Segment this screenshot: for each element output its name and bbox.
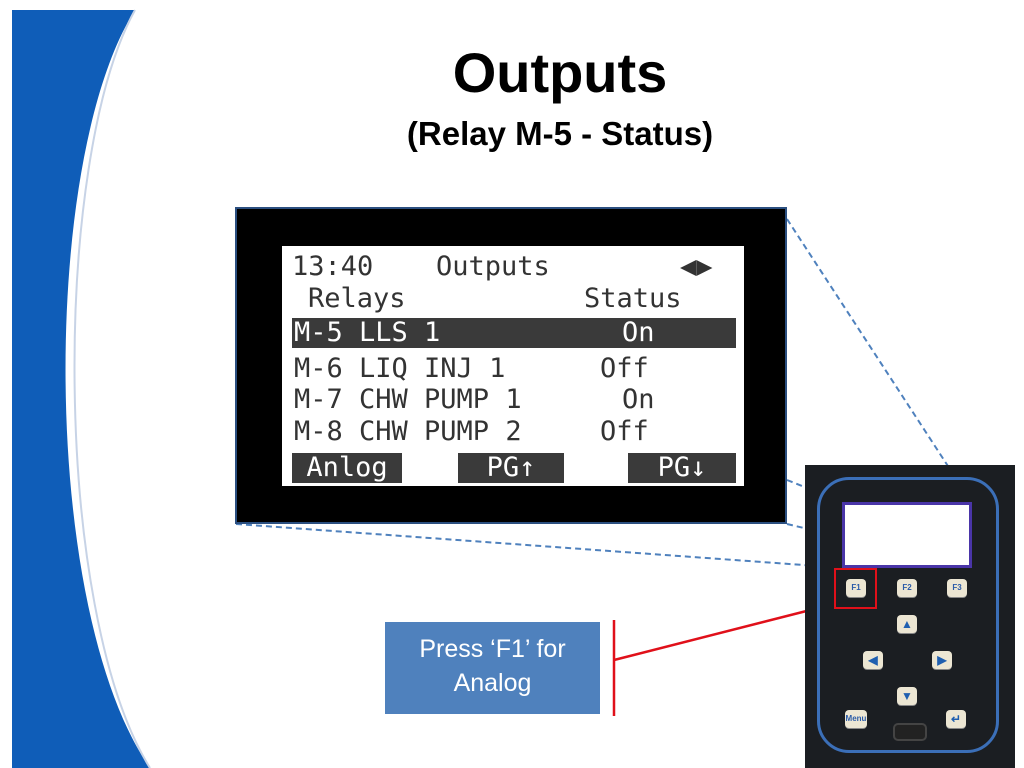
relay-status: On [622,384,655,415]
page-title: Outputs [452,41,668,104]
relay-name: M-5 LLS 1 [294,317,441,348]
relay-name: M-7 CHW PUMP 1 [294,384,522,415]
keypad-photo: F1 F2 F3 ▲ ◀ ▶ ▼ Menu ↵ [805,465,1015,768]
relay-row[interactable]: M-7 CHW PUMP 1 On [292,385,736,415]
arrow-down-key[interactable]: ▼ [897,687,917,705]
lcd-time: 13:40 [292,251,374,282]
relay-status: Off [600,416,649,447]
callout-line-2: Analog [453,669,532,697]
callout-pointer [612,602,835,716]
column-header-relays: Relays [308,283,406,314]
nav-arrows-icon: ◀▶ [680,251,713,282]
relay-status: Off [600,353,649,384]
f1-key[interactable]: F1 [846,579,866,597]
relay-name: M-8 CHW PUMP 2 [294,416,522,447]
f1-highlight-box [834,568,877,609]
enter-key[interactable]: ↵ [946,710,966,728]
softkey-page-down[interactable]: PG↓ [628,453,736,483]
instruction-callout: Press ‘F1’ for Analog [385,622,600,714]
arrow-left-key[interactable]: ◀ [863,651,883,669]
page-subtitle: (Relay M-5 - Status) [406,115,714,152]
relay-name: M-6 LIQ INJ 1 [294,353,506,384]
relay-row-selected[interactable]: M-5 LLS 1 On [292,318,736,348]
swoosh-highlight-decoration [73,9,151,768]
serial-port-icon [893,723,927,741]
arrow-up-key[interactable]: ▲ [897,615,917,633]
menu-key[interactable]: Menu [845,710,867,728]
enter-icon: ↵ [950,712,962,726]
relay-status: On [622,317,655,348]
arrow-up-icon: ▲ [901,617,913,631]
lcd-column-headers: Relays Status [292,284,736,314]
f3-key[interactable]: F3 [947,579,967,597]
arrow-left-icon: ◀ [868,653,878,667]
arrow-down-icon: ▼ [901,689,913,703]
column-header-status: Status [584,283,682,314]
softkey-page-up[interactable]: PG↑ [458,453,564,483]
softkey-analog[interactable]: Anlog [292,453,402,483]
blue-swoosh-decoration [12,10,150,768]
keypad-bezel [817,477,999,753]
relay-row[interactable]: M-8 CHW PUMP 2 Off [292,417,736,447]
relay-row[interactable]: M-6 LIQ INJ 1 Off [292,354,736,384]
lcd-zoom-frame: 13:40 Outputs ◀▶ Relays Status M-5 LLS 1… [235,207,787,524]
callout-line-1: Press ‘F1’ for [419,635,566,663]
keypad-display [842,502,972,568]
lcd-screen: 13:40 Outputs ◀▶ Relays Status M-5 LLS 1… [282,246,744,486]
arrow-right-icon: ▶ [937,653,947,667]
arrow-right-key[interactable]: ▶ [932,651,952,669]
lcd-header-row: 13:40 Outputs ◀▶ [292,252,736,282]
lcd-screen-title: Outputs [436,251,550,282]
f2-key[interactable]: F2 [897,579,917,597]
